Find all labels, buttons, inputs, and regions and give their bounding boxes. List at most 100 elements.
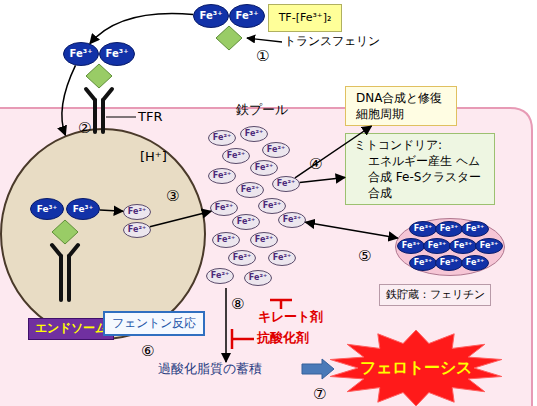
- ferrous-iron-ion: Fe²⁺: [236, 182, 264, 198]
- shape-fill: [424, 239, 451, 254]
- ferric-iron-ion: Fe³⁺: [423, 238, 451, 254]
- shape-fill: [1, 129, 205, 339]
- node-text: Fe²⁺: [128, 208, 146, 216]
- node-text: Fe²⁺: [283, 216, 301, 224]
- block-arrow: [302, 359, 334, 379]
- callout-number: ⑦: [313, 387, 326, 402]
- shape-fill: [251, 233, 278, 248]
- ferric-iron-ion: Fe³⁺: [475, 238, 503, 254]
- ferrous-iron-ion: Fe²⁺: [240, 126, 268, 142]
- ferrous-iron-ion: Fe²⁺: [262, 142, 290, 158]
- node-text: フェントン反応: [112, 317, 196, 331]
- node-text: Fe²⁺: [249, 274, 267, 282]
- ferrous-iron-ion: Fe²⁺: [272, 176, 300, 192]
- node-text: Fe³⁺: [440, 225, 458, 233]
- node-text: Fe³⁺: [428, 242, 446, 250]
- ferrous-iron-ion: Fe²⁺: [278, 212, 306, 228]
- shape-fill: [450, 239, 477, 254]
- receptor-symbol: [52, 245, 78, 300]
- ferrous-iron-ion: Fe²⁺: [123, 222, 151, 238]
- connector-arrow: [295, 126, 372, 178]
- node-text: Fe³⁺: [440, 259, 458, 267]
- ferric-iron-ion: Fe³⁺: [461, 255, 489, 271]
- endosome: [H⁺]エンドソームFe³⁺Fe³⁺Fe²⁺Fe²⁺: [0, 128, 206, 340]
- node-text: Fe³⁺: [402, 242, 420, 250]
- ferrous-iron-ion: Fe²⁺: [212, 232, 240, 248]
- callout-number: ③: [166, 189, 179, 204]
- shape-fill: [462, 256, 489, 271]
- node-text: Fe³⁺: [466, 259, 484, 267]
- leader-line: [106, 117, 136, 118]
- node-text: Fe²⁺: [211, 272, 229, 280]
- pointer-arrow: [247, 38, 282, 42]
- shape-fill: [396, 219, 505, 276]
- node-text: Fe³⁺: [106, 49, 129, 59]
- ferrous-iron-ion: Fe²⁺: [268, 250, 296, 266]
- text-label: 過酸化脂質の蓄積: [158, 362, 262, 375]
- ellipse-outline: [0, 128, 206, 340]
- connector-arrow: [300, 177, 345, 182]
- shape-fill: [230, 5, 265, 28]
- outcome-burst: フェロトーシス: [328, 330, 504, 406]
- callout-number: ⑥: [141, 344, 154, 359]
- ferrous-iron-ion: Fe²⁺: [258, 198, 286, 214]
- ferrous-iron-ion: Fe²⁺: [206, 268, 234, 284]
- text-label: 鉄プール: [236, 103, 288, 116]
- shape-fill: [273, 177, 300, 192]
- ferric-iron-ion: Fe³⁺: [63, 42, 99, 66]
- shape-fill: [31, 199, 64, 220]
- shape-fill: [279, 213, 306, 228]
- callout-number: ②: [78, 121, 91, 136]
- connector-arrow: [100, 210, 123, 211]
- connector-arrow: [305, 222, 397, 238]
- ferrous-iron-ion: Fe²⁺: [232, 214, 260, 230]
- ferrous-iron-ion: Fe²⁺: [208, 130, 236, 146]
- callout-number: ①: [256, 49, 269, 64]
- node-text: Fe²⁺: [245, 130, 263, 138]
- ferrous-iron-ion: Fe²⁺: [208, 168, 236, 184]
- node-text: Fe²⁺: [215, 204, 233, 212]
- node-text: エネルギー産生 ヘム合成 Fe-Sクラスター合成: [354, 153, 490, 201]
- shape-fill: [229, 251, 256, 266]
- shape-fill: [263, 143, 290, 158]
- shape-fill: [209, 131, 236, 146]
- callout-number: ⑧: [231, 297, 244, 312]
- ferric-iron-ion: Fe³⁺: [66, 198, 100, 220]
- node-text: Fe³⁺: [70, 49, 93, 59]
- shape-fill: [251, 161, 278, 176]
- shape-fill: [410, 222, 437, 237]
- shape-fill: [237, 183, 264, 198]
- node-text: Fe³⁺: [236, 11, 259, 21]
- text-label: 抗酸化剤: [257, 331, 309, 344]
- node-text: Fe²⁺: [277, 180, 295, 188]
- cell-membrane: [0, 108, 532, 406]
- node-text: Fe³⁺: [414, 259, 432, 267]
- shape-fill: [213, 233, 240, 248]
- ferric-iron-ion: Fe³⁺: [449, 238, 477, 254]
- ferric-iron-ion: Fe³⁺: [193, 4, 229, 28]
- node-text: Fe²⁺: [255, 164, 273, 172]
- node-text: 鉄貯蔵：フェリチン: [379, 284, 491, 306]
- ferric-iron-ion: Fe³⁺: [99, 42, 135, 66]
- shape-fill: [410, 256, 437, 271]
- node-text: Fe²⁺: [213, 172, 231, 180]
- shape-fill: [207, 269, 234, 284]
- organelle-box: ミトコンドリア:エネルギー産生 ヘム合成 Fe-Sクラスター合成: [345, 133, 495, 205]
- shape-fill: [124, 205, 151, 220]
- node-text: ミトコンドリア:: [354, 138, 442, 153]
- inhibitor-symbol: [232, 329, 254, 349]
- node-text: Fe³⁺: [73, 205, 94, 214]
- flow-arrow: [225, 288, 227, 362]
- node-text: エンドソーム: [28, 318, 114, 340]
- node-text: Fe²⁺: [255, 236, 273, 244]
- connector-arrow: [150, 211, 211, 227]
- node-text: Fe²⁺: [237, 218, 255, 226]
- ferrous-iron-ion: Fe²⁺: [210, 200, 238, 216]
- shape-fill: [398, 239, 425, 254]
- shape-fill: [223, 149, 250, 164]
- shape-fill: [245, 271, 272, 286]
- ferric-iron-ion: Fe³⁺: [461, 221, 489, 237]
- ferric-iron-ion: Fe³⁺: [229, 4, 265, 28]
- node-text: TF-[Fe³⁺]₂: [279, 12, 332, 25]
- node-text: Fe²⁺: [241, 186, 259, 194]
